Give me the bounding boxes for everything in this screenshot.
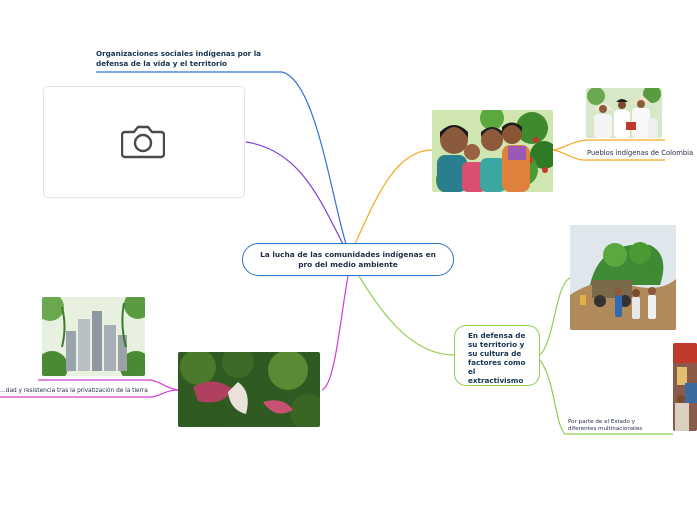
connector-image-placeholder <box>246 142 343 244</box>
connector-privatization <box>322 276 348 390</box>
topic-multinationals[interactable]: Por parte de el Estado y diferentes mult… <box>568 419 658 434</box>
multinationals-photo[interactable] <box>673 343 697 431</box>
city-jungle-photo[interactable] <box>42 297 145 376</box>
pueblos-photo[interactable] <box>586 88 662 138</box>
jungle-photo[interactable] <box>178 352 320 427</box>
connector-defense <box>359 276 454 355</box>
indigenous-family-illustration[interactable] <box>432 110 553 192</box>
central-topic-label: La lucha de las comunidades indígenas en… <box>257 250 439 270</box>
topic-defense-label: En defensa de su territorio y su cultura… <box>468 331 525 385</box>
topic-organizations[interactable]: Organizaciones sociales indígenas por la… <box>96 49 271 68</box>
central-topic[interactable]: La lucha de las comunidades indígenas en… <box>242 243 454 276</box>
topic-defense[interactable]: En defensa de su territorio y su cultura… <box>454 325 540 386</box>
extractivism-illustration[interactable] <box>570 225 676 330</box>
connector-defense-image <box>540 278 570 355</box>
topic-privatization[interactable]: …dad y resistencia tras la privatización… <box>0 388 148 394</box>
connector-pueblos <box>355 150 432 244</box>
camera-icon <box>121 122 165 160</box>
topic-pueblos[interactable]: Pueblos indígenas de Colombia <box>587 149 693 157</box>
